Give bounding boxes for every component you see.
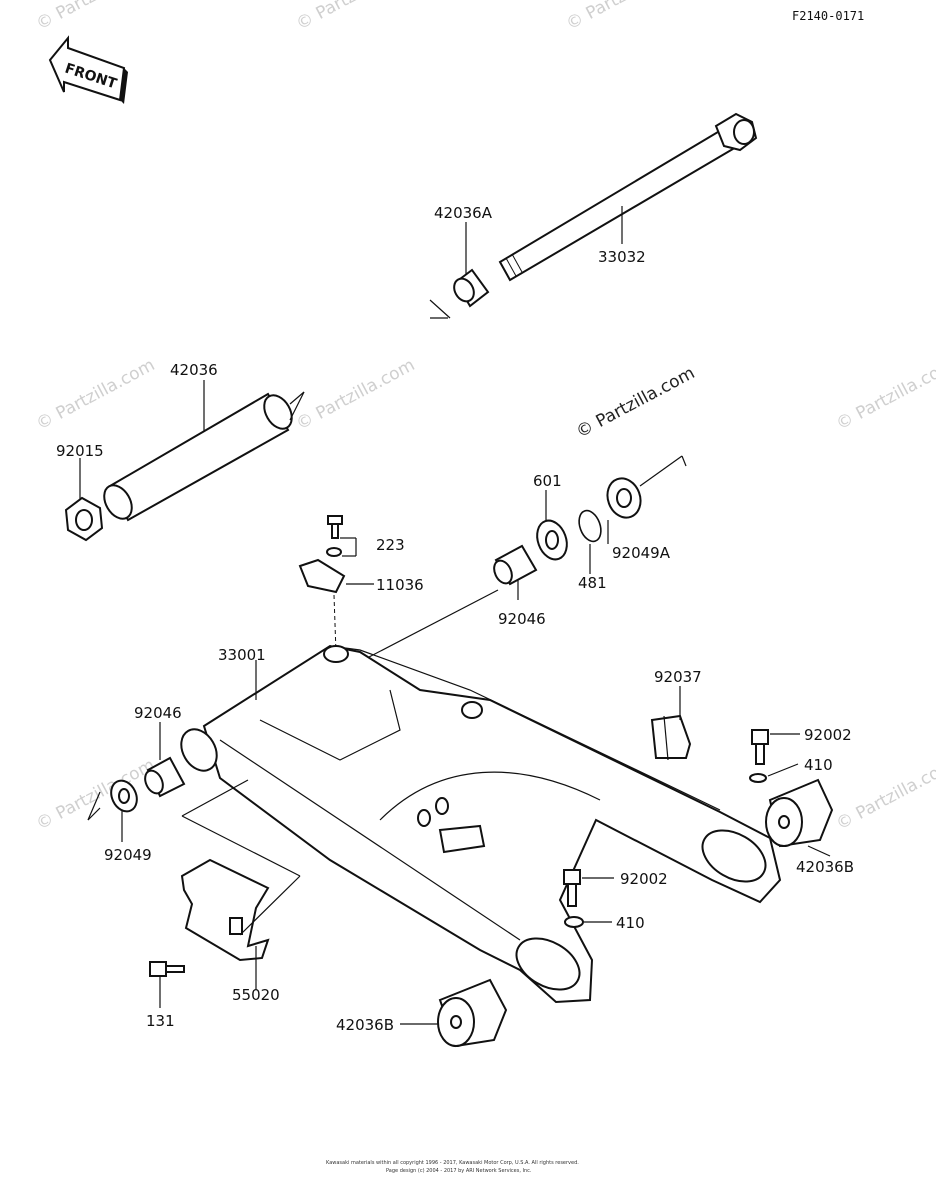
front-arrow-icon: FRONT — [48, 35, 128, 104]
watermark: © Partzilla.com — [573, 363, 698, 442]
bearing-assembly — [343, 455, 687, 671]
left-bearing-part — [87, 756, 186, 821]
watermark: © Partzilla.com — [33, 0, 158, 34]
part-label-92049A: 92049A — [612, 544, 671, 562]
part-label-92049: 92049 — [104, 846, 152, 864]
bushing-part — [400, 778, 834, 1048]
watermark: © Partzilla.com — [563, 0, 688, 34]
part-label-42036A: 42036A — [434, 204, 493, 222]
part-label-223: 223 — [376, 536, 405, 554]
swingarm-part — [180, 644, 782, 1004]
part-label-481: 481 — [578, 574, 607, 592]
part-label-92002-right: 92002 — [804, 726, 852, 744]
copyright-line: Page design (c) 2004 - 2017 by ARI Netwo… — [386, 1168, 532, 1174]
axle-part — [498, 112, 758, 282]
part-label-42036B-bottom: 42036B — [336, 1016, 394, 1034]
part-labels: 42036A 33032 42036 92015 601 92049A 481 … — [56, 204, 854, 1034]
guard-part — [149, 779, 301, 1008]
part-label-410-mid: 410 — [616, 914, 645, 932]
part-label-11036: 11036 — [376, 576, 424, 594]
nut-part — [64, 496, 104, 542]
part-label-92015: 92015 — [56, 442, 104, 460]
sleeve-part — [429, 268, 490, 319]
part-label-55020: 55020 — [232, 986, 280, 1004]
leader-lines — [79, 206, 831, 857]
part-label-92002-mid: 92002 — [620, 870, 668, 888]
part-label-33001: 33001 — [218, 646, 266, 664]
part-label-410-right: 410 — [804, 756, 833, 774]
bolts-washers-part — [563, 729, 800, 928]
part-label-92046-left: 92046 — [134, 704, 182, 722]
watermark: © Partzilla.com — [833, 755, 936, 834]
part-label-92037: 92037 — [654, 668, 702, 686]
part-label-42036B-right: 42036B — [796, 858, 854, 876]
part-label-33032: 33032 — [598, 248, 646, 266]
watermark: © Partzilla.com — [293, 0, 418, 34]
reference-code: F2140-0171 — [792, 9, 864, 23]
watermark: © Partzilla.com — [33, 355, 158, 434]
watermark: © Partzilla.com — [833, 355, 936, 434]
copyright-line: Kawasaki materials within all copyright … — [326, 1160, 579, 1166]
watermark: © Partzilla.com — [33, 755, 158, 834]
part-label-601: 601 — [533, 472, 562, 490]
clip-part — [650, 714, 692, 761]
tube-part — [103, 391, 305, 522]
part-label-92046-top: 92046 — [498, 610, 546, 628]
part-label-42036: 42036 — [170, 361, 218, 379]
part-label-131: 131 — [146, 1012, 175, 1030]
watermark: © Partzilla.com — [293, 355, 418, 434]
